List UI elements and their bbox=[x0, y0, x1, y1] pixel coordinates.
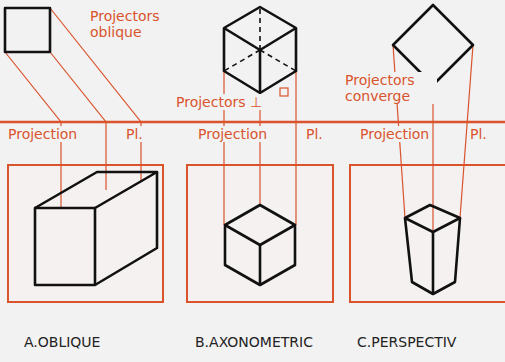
view-caption: A.OBLIQUE bbox=[22, 334, 102, 350]
plane-label: Pl. bbox=[124, 126, 145, 142]
projector-lines bbox=[295, 71, 296, 225]
plane-label: Projection bbox=[196, 126, 269, 142]
object-views bbox=[5, 8, 50, 52]
projection-plane bbox=[0, 121, 505, 124]
plane-label: Pl. bbox=[468, 126, 489, 142]
view-panels bbox=[8, 165, 505, 302]
projected-boxes bbox=[225, 205, 295, 285]
projector-note: Projectors oblique bbox=[88, 8, 188, 40]
projection-plane bbox=[0, 121, 505, 124]
plane-label: Projection bbox=[6, 126, 79, 142]
hidden-edges bbox=[259, 7, 261, 50]
projected-boxes bbox=[259, 245, 262, 285]
hidden-edges bbox=[224, 7, 296, 71]
object-views bbox=[224, 28, 260, 50]
projected-boxes bbox=[405, 218, 460, 294]
projected-boxes bbox=[35, 172, 460, 294]
projector-note: Projectors ⊥ bbox=[174, 94, 264, 110]
projector-lines bbox=[50, 52, 106, 190]
hidden-edges bbox=[260, 50, 296, 71]
projected-boxes bbox=[35, 208, 95, 285]
object-views bbox=[224, 7, 296, 93]
view-panels bbox=[350, 165, 505, 302]
view-caption: C.PERSPECTIV bbox=[355, 334, 458, 350]
view-panels bbox=[8, 165, 163, 302]
projected-boxes bbox=[225, 225, 295, 245]
projector-note: Projectors converge bbox=[343, 72, 437, 104]
projector-lines bbox=[432, 85, 433, 232]
projector-lines bbox=[280, 88, 288, 96]
projected-boxes bbox=[95, 172, 157, 285]
plane-label: Pl. bbox=[304, 126, 325, 142]
projected-boxes bbox=[35, 172, 157, 208]
projector-lines bbox=[5, 8, 473, 232]
plane-label: Projection bbox=[358, 126, 431, 142]
object-views bbox=[259, 50, 262, 93]
projected-boxes bbox=[432, 232, 435, 294]
view-caption: B.AXONOMETRIC bbox=[193, 334, 315, 350]
projected-boxes bbox=[405, 205, 460, 232]
object-views bbox=[260, 28, 296, 50]
hidden-edges bbox=[224, 50, 260, 71]
